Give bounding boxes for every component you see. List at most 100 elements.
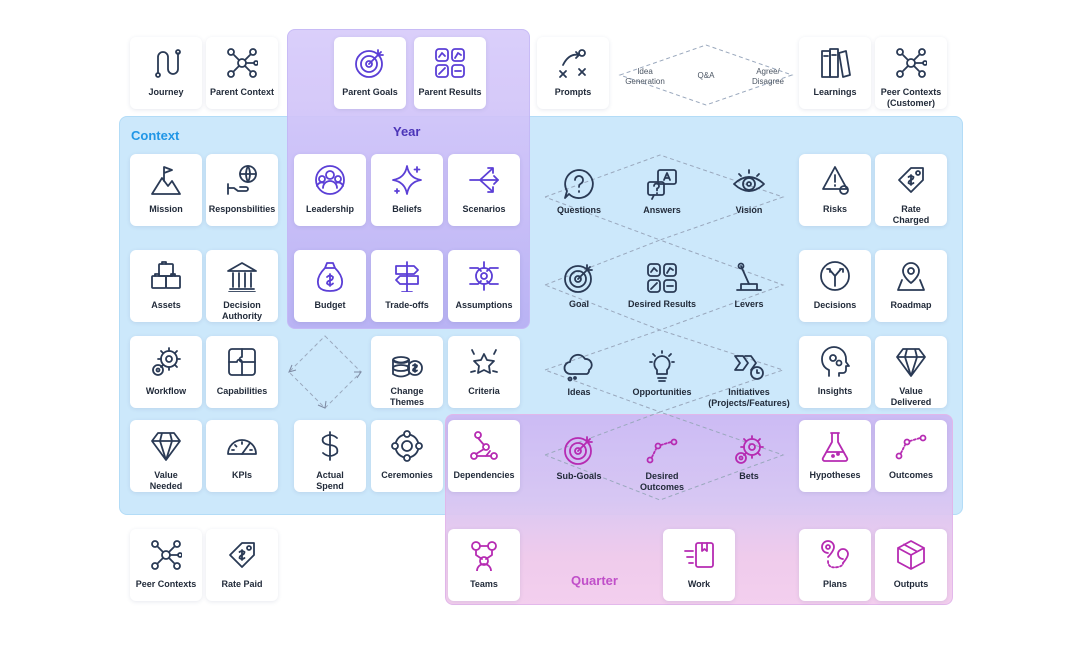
target-icon — [564, 264, 593, 293]
card-capabilities[interactable]: Capabilities — [206, 336, 278, 408]
card-trade-offs[interactable]: Trade-offs — [371, 250, 443, 322]
gears-icon — [152, 347, 181, 376]
card-parent-context[interactable]: Parent Context — [206, 37, 278, 109]
card-label: Assets — [151, 300, 181, 310]
card-learnings[interactable]: Learnings — [799, 37, 871, 109]
card-teams[interactable]: Teams — [448, 529, 520, 601]
card-scenarios[interactable]: Scenarios — [448, 154, 520, 226]
blocks-icon — [151, 261, 181, 289]
card-label: Value Needed — [149, 470, 183, 491]
card-label: Risks — [822, 204, 848, 214]
card-prompts[interactable]: Prompts — [537, 37, 609, 109]
network-icon — [896, 48, 927, 78]
node-desired-outcomes[interactable] — [646, 434, 678, 471]
node-questions[interactable] — [563, 168, 595, 205]
card-ceremonies[interactable]: Ceremonies — [371, 420, 443, 492]
card-label: Trade-offs — [385, 300, 429, 310]
card-rate-charged[interactable]: Rate Charged — [875, 154, 947, 226]
card-peer-contexts[interactable]: Peer Contexts — [130, 529, 202, 601]
card-label: Journey — [148, 87, 184, 97]
box-speed-icon — [684, 542, 714, 568]
card-responsibilities[interactable]: Responsbilities — [206, 154, 278, 226]
card-workflow[interactable]: Workflow — [130, 336, 202, 408]
card-change-themes[interactable]: Change Themes — [371, 336, 443, 408]
card-label: Decision Authority — [222, 300, 262, 321]
flow-diamond-1 — [544, 154, 785, 241]
node-label: Opportunities — [632, 387, 692, 397]
card-risks[interactable]: Risks — [799, 154, 871, 226]
card-parent-results[interactable]: Parent Results — [414, 37, 486, 109]
node-desired-results[interactable] — [646, 262, 678, 299]
card-leadership[interactable]: Leadership — [294, 154, 366, 226]
node-goal[interactable] — [563, 262, 595, 299]
gears-icon — [735, 435, 764, 464]
node-sub-goals[interactable] — [563, 434, 595, 471]
card-label: Criteria — [468, 386, 500, 396]
node-initiatives[interactable] — [733, 350, 765, 387]
qa-label: Q&A — [697, 71, 715, 80]
node-opportunities[interactable] — [646, 350, 678, 387]
line-points-icon — [646, 438, 678, 464]
node-answers[interactable] — [646, 168, 678, 205]
card-label: Responsbilities — [208, 204, 276, 214]
card-roadmap[interactable]: Roadmap — [875, 250, 947, 322]
card-label: Budget — [314, 300, 346, 310]
team-circle-icon — [315, 165, 345, 195]
card-outputs[interactable]: Outputs — [875, 529, 947, 601]
card-parent-goals[interactable]: Parent Goals — [334, 37, 406, 109]
card-label: Rate Paid — [221, 579, 263, 589]
top-flow-diamond — [618, 44, 794, 106]
card-peer-contexts-customer[interactable]: Peer Contexts (Customer) — [875, 37, 947, 109]
card-label: Peer Contexts (Customer) — [880, 87, 942, 108]
card-decisions[interactable]: Decisions — [799, 250, 871, 322]
card-value-needed[interactable]: Value Needed — [130, 420, 202, 492]
node-vision[interactable] — [733, 168, 765, 205]
hand-globe-icon — [227, 165, 257, 195]
card-work[interactable]: Work — [663, 529, 735, 601]
node-bets[interactable] — [733, 434, 765, 471]
card-value-delivered[interactable]: Value Delivered — [875, 336, 947, 408]
context-label: Context — [131, 128, 180, 143]
card-label: Change Themes — [389, 386, 424, 407]
card-label: Hypotheses — [809, 470, 861, 480]
card-label: Outcomes — [888, 470, 933, 480]
card-hypotheses[interactable]: Hypotheses — [799, 420, 871, 492]
split-arrow-icon — [820, 261, 850, 291]
diamond-icon — [896, 348, 926, 377]
node-ideas[interactable] — [563, 350, 595, 387]
signpost-icon — [395, 261, 419, 292]
card-outcomes[interactable]: Outcomes — [875, 420, 947, 492]
card-journey[interactable]: Journey — [130, 37, 202, 109]
card-kpis[interactable]: KPIs — [206, 420, 278, 492]
card-rate-paid[interactable]: Rate Paid — [206, 529, 278, 601]
card-plans[interactable]: Plans — [799, 529, 871, 601]
card-label: Ceremonies — [381, 470, 433, 480]
card-actual-spend[interactable]: Actual Spend — [294, 420, 366, 492]
eye-icon — [733, 169, 765, 192]
card-label: KPIs — [231, 470, 252, 480]
node-label: Desired Results — [627, 299, 697, 309]
card-label: Scenarios — [462, 204, 506, 214]
card-assets[interactable]: Assets — [130, 250, 202, 322]
qa-bubbles-icon — [647, 169, 677, 200]
card-label: Work — [687, 579, 711, 589]
card-criteria[interactable]: Criteria — [448, 336, 520, 408]
node-levers[interactable] — [733, 262, 765, 299]
card-label: Value Delivered — [890, 386, 932, 407]
flow-diamond-4 — [544, 411, 785, 501]
card-label: Parent Goals — [342, 87, 398, 97]
card-mission[interactable]: Mission — [130, 154, 202, 226]
branch-arrows-icon — [469, 167, 499, 193]
cycle-icon — [391, 430, 423, 462]
card-budget[interactable]: Budget — [294, 250, 366, 322]
card-insights[interactable]: Insights — [799, 336, 871, 408]
card-dependencies[interactable]: Dependencies — [448, 420, 520, 492]
card-decision-authority[interactable]: Decision Authority — [206, 250, 278, 322]
flask-icon — [821, 432, 849, 462]
cloud-icon — [563, 353, 593, 382]
card-beliefs[interactable]: Beliefs — [371, 154, 443, 226]
card-assumptions[interactable]: Assumptions — [448, 250, 520, 322]
gauge-icon — [227, 439, 257, 455]
sparkle-icon — [392, 165, 422, 195]
